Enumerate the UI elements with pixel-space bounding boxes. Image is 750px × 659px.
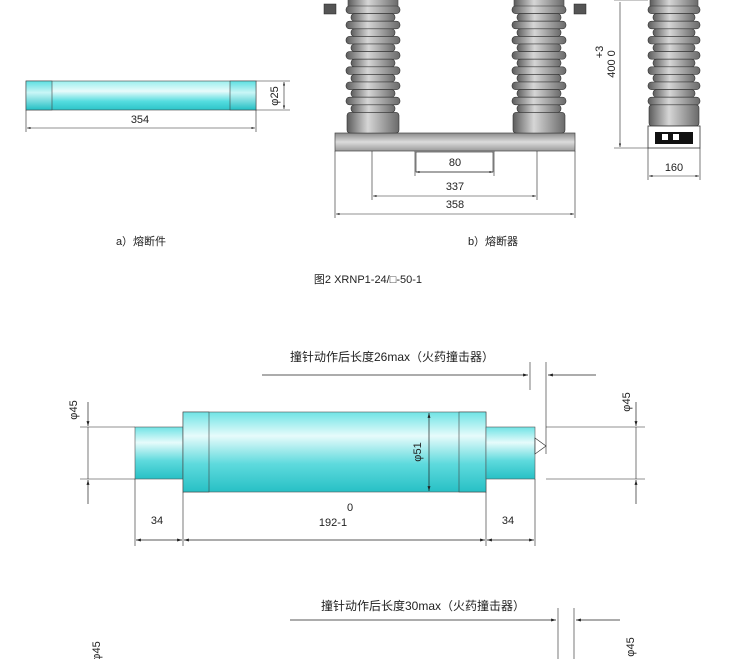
dim-80: 80: [449, 157, 461, 169]
dim-358: 358: [446, 199, 464, 211]
fuse-link-diameter: φ25: [269, 86, 281, 105]
fuse-a-striker-note: 撞针动作后长度26max（火药撞击器）: [290, 349, 494, 364]
fuse-b-left-diameter: φ45: [91, 641, 103, 659]
fuse-a-right-diameter: φ45: [621, 392, 633, 411]
fuse-b-striker-note: 撞针动作后长度30max（火药撞击器）: [321, 598, 525, 613]
figure-caption: 图2 XRNP1-24/□-50-1: [314, 273, 422, 286]
bottom-panel: 撞针动作后长度26max（火药撞击器） φ45 φ45 φ51 34 34 0 …: [68, 349, 645, 659]
fuse-a-left-cap: [134, 426, 184, 480]
fuse-link-left-cap: [25, 80, 53, 111]
dim-160: 160: [665, 162, 683, 174]
fuse-link-length: 354: [131, 114, 149, 126]
dim-height-tol: +3: [594, 46, 606, 59]
fuse-assembly-front-view: [334, 0, 576, 218]
fuse-link-right-cap: [229, 80, 257, 111]
caption-fuse-assembly: b）熔断器: [468, 234, 518, 248]
top-panel: 354 φ25 80 337 358 160 +3: [25, 0, 701, 286]
fuse-a-left-diameter: φ45: [68, 400, 80, 419]
caption-fuse-link: a）熔断件: [116, 234, 166, 248]
insulator-side: [647, 0, 701, 127]
fuse-b-right-diameter: φ45: [625, 637, 637, 656]
fuse-a-body-diameter: φ51: [412, 442, 424, 461]
fuse-assembly-side-view: [614, 0, 701, 180]
fuse-a-right-cap-length: 34: [502, 515, 514, 527]
fuse-a-right-band: [458, 411, 487, 493]
fuse-a-drawing: [80, 362, 645, 546]
striker-pin: [534, 437, 547, 455]
base-plate: [334, 132, 576, 152]
dim-height: 400 0: [606, 50, 618, 78]
fuse-link-body: [25, 80, 257, 111]
fuse-b-drawing: [290, 608, 620, 659]
fuse-a-body-tolerance: 0: [347, 502, 353, 514]
insulator-left: [345, 0, 401, 134]
dim-337: 337: [446, 181, 464, 193]
fuse-a-right-cap: [485, 426, 536, 480]
fuse-a-left-band: [182, 411, 210, 493]
fuse-link-drawing: [25, 80, 290, 132]
fuse-a-left-cap-length: 34: [151, 515, 163, 527]
fuse-a-body: [182, 411, 487, 493]
fuse-a-body-length: 192-1: [319, 517, 347, 529]
insulator-right: [511, 0, 567, 134]
